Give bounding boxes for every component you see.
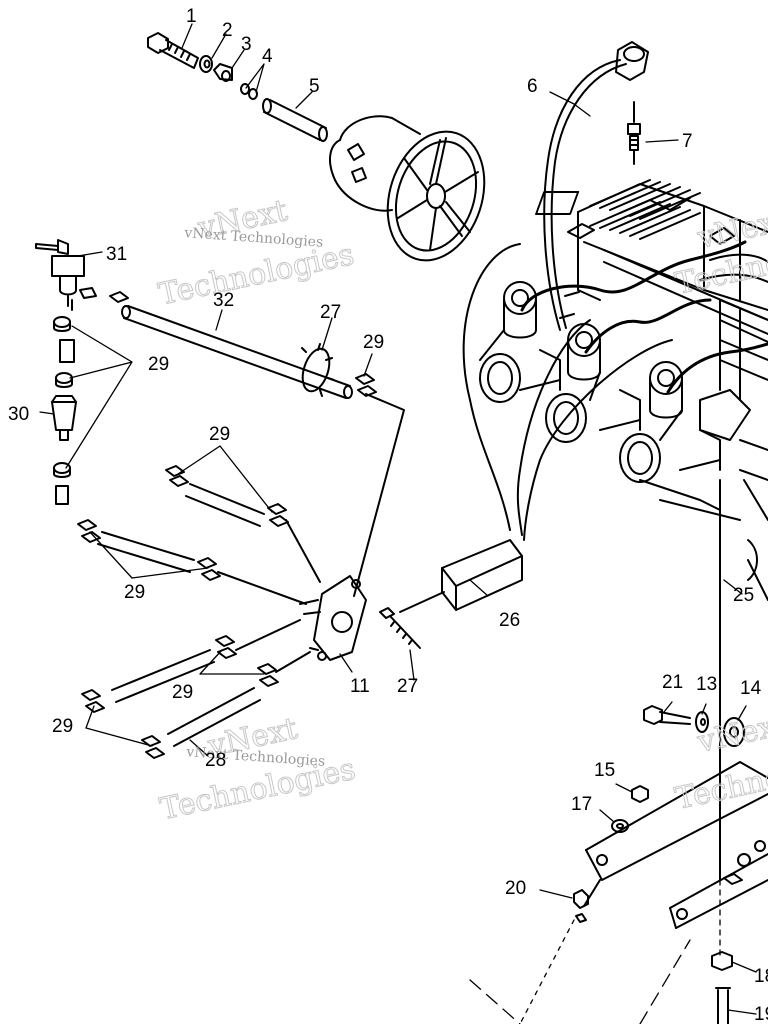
leader-lines xyxy=(39,23,757,1024)
fuel-pump-part-31 xyxy=(35,239,97,311)
engine-block xyxy=(479,179,768,881)
bushing-part-3 xyxy=(213,63,233,82)
screw-part-27 xyxy=(379,607,421,649)
nut-part-18 xyxy=(711,951,733,971)
bracket-assembly xyxy=(585,761,768,929)
callout-20: 20 xyxy=(505,878,526,899)
stud-part-20 xyxy=(573,879,601,923)
callout-27-upper: 27 xyxy=(320,302,341,323)
cdi-box-part-26 xyxy=(399,539,523,613)
callout-29-lower-right: 29 xyxy=(172,682,193,703)
fuel-line-fittings xyxy=(53,291,129,388)
callout-13: 13 xyxy=(696,674,717,695)
callout-27-lower: 27 xyxy=(397,676,418,697)
callout-29-middle: 29 xyxy=(209,424,230,445)
o-ring-part-4 xyxy=(240,83,258,100)
callout-2: 2 xyxy=(222,20,233,41)
clamp-part-29-top xyxy=(353,373,405,597)
callout-11: 11 xyxy=(350,676,370,697)
callout-29-upper: 29 xyxy=(363,332,384,353)
callout-31: 31 xyxy=(106,244,127,265)
callout-7: 7 xyxy=(682,131,693,152)
callout-25: 25 xyxy=(733,585,754,606)
callouts: 1 2 3 4 5 6 7 31 32 27 29 29 30 29 29 29… xyxy=(8,6,768,1024)
watermark: vNext Technologies vNext Technologies vN… xyxy=(155,193,768,828)
callout-5: 5 xyxy=(309,76,320,97)
callout-30: 30 xyxy=(8,404,29,425)
callout-29-lower-left: 29 xyxy=(52,716,73,737)
bolt-part-19 xyxy=(715,987,731,1024)
pin-part-5 xyxy=(262,98,328,142)
callout-19: 19 xyxy=(754,1004,768,1024)
callout-3: 3 xyxy=(241,34,252,55)
washer-part-13 xyxy=(695,711,709,733)
plug-wire-part-6 xyxy=(543,41,649,331)
nut-part-15 xyxy=(631,785,649,803)
pulley-assembly xyxy=(328,115,486,262)
callout-26: 26 xyxy=(499,610,520,631)
callout-15: 15 xyxy=(594,760,615,781)
bushing-part-14 xyxy=(723,717,745,747)
callout-6: 6 xyxy=(527,76,538,97)
callout-18: 18 xyxy=(754,966,768,987)
callout-17: 17 xyxy=(571,794,592,815)
bolt-part-21 xyxy=(643,705,691,725)
washer-part-2 xyxy=(199,55,213,73)
hose-set-29 xyxy=(77,465,321,759)
wire-harness xyxy=(462,243,673,541)
spark-plug-part-7 xyxy=(627,101,641,165)
callout-29-fuel: 29 xyxy=(148,354,169,375)
callout-29-left: 29 xyxy=(124,582,145,603)
callout-21: 21 xyxy=(662,672,683,693)
callout-28: 28 xyxy=(205,750,226,771)
fuel-filter-part-30 xyxy=(51,395,77,505)
fuel-hose-part-32 xyxy=(121,305,353,399)
impulse-valve-part-11 xyxy=(299,575,367,661)
callout-4: 4 xyxy=(262,46,273,67)
watermark-big-top-4: vNext xyxy=(694,707,768,760)
callout-32: 32 xyxy=(213,290,234,311)
bolt-part-1 xyxy=(147,32,199,69)
callout-14: 14 xyxy=(740,678,762,699)
callout-1: 1 xyxy=(186,6,197,27)
